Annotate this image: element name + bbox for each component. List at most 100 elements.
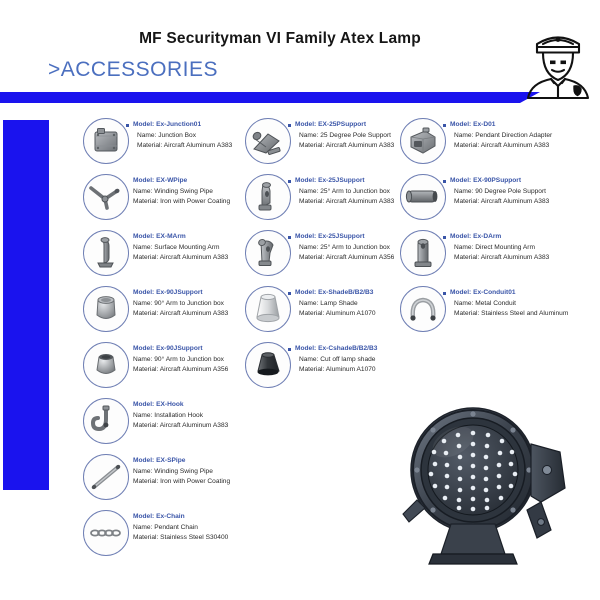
accessories-grid: Model: Ex-Junction01 Name: Junction Box … (0, 108, 600, 578)
accessory-model: Model: Ex-D01 (443, 120, 552, 131)
accessory-text: Model: Ex-25JSupport Name: 25° Arm to Ju… (288, 232, 395, 264)
accessory-text: Model: Ex-90JSupport Name: 90° Arm to Ju… (133, 344, 228, 376)
section-subtitle: >ACCESSORIES (48, 58, 218, 81)
25-degree-junction-arm-icon (245, 174, 291, 220)
winding-swing-pipe-icon (83, 174, 129, 220)
accessory-name: Name: Cut off lamp shade (299, 355, 376, 363)
accessory-name: Name: Pendant Direction Adapter (454, 131, 553, 139)
accessory-material: Material: Aircraft Aluminum A356 (133, 366, 229, 373)
accessory-material: Material: Aircraft Aluminum A356 (299, 254, 395, 261)
bullet-marker (443, 180, 446, 183)
accessory-text: Model: EX-SPipe Name: Winding Swing Pipe… (133, 456, 230, 488)
accessory-material: Material: Aircraft Aluminum A383 (133, 310, 229, 317)
accessory-model: Model: EX-90PSupport (443, 176, 549, 187)
surface-mounting-arm-icon (83, 230, 129, 276)
junction-box-icon (83, 118, 129, 164)
90-degree-junction-arm-alt-icon (83, 342, 129, 388)
accessory-text: Model: Ex-ShadeB/B2/B3 Name: Lamp Shade … (288, 288, 376, 320)
pendant-chain-icon (83, 510, 129, 556)
accessory-name: Name: Junction Box (137, 131, 197, 139)
accessory-text: Model: Ex-90JSupport Name: 90° Arm to Ju… (133, 288, 228, 320)
atex-led-floodlight-photo (355, 378, 585, 578)
accessory-name: Name: 25° Arm to Junction box (299, 243, 390, 251)
page-header: MF Securityman VI Family Atex Lamp >ACCE… (0, 0, 600, 103)
accessory-material: Material: Aircraft Aluminum A383 (299, 198, 395, 205)
accessory-model: Model: Ex-CshadeB/B2/B3 (288, 344, 377, 355)
accessory-material: Material: Aircraft Aluminum A383 (133, 254, 229, 261)
bullet-marker (443, 124, 446, 127)
accessory-name: Name: Installation Hook (133, 411, 204, 419)
accessory-model: Model: Ex-Conduit01 (443, 288, 568, 299)
accessory-material: Material: Iron with Power Coating (133, 198, 231, 205)
90-degree-junction-arm-icon (83, 286, 129, 332)
accessory-text: Model: EX-MArm Name: Surface Mounting Ar… (133, 232, 228, 264)
accessory-model: Model: EX-WPipe (133, 177, 188, 184)
accessory-material: Material: Aircraft Aluminum A383 (454, 254, 550, 261)
accessory-text: Model: EX-25PSupport Name: 25 Degree Pol… (288, 120, 395, 152)
accessory-text: Model: Ex-DArm Name: Direct Mounting Arm… (443, 232, 550, 264)
accessory-model: Model: Ex-25JSupport (288, 176, 394, 187)
accessory-material: Material: Aluminum A1070 (299, 366, 376, 373)
accessory-material: Material: Aircraft Aluminum A383 (454, 198, 550, 205)
accessory-name: Name: Surface Mounting Arm (133, 243, 220, 251)
accessory-name: Name: 25 Degree Pole Support (299, 131, 392, 139)
accessory-name: Name: Winding Swing Pipe (133, 187, 213, 195)
accessory-text: Model: EX-90PSupport Name: 90 Degree Pol… (443, 176, 550, 208)
90-degree-pole-support-icon (400, 174, 446, 220)
accessory-name: Name: Pendant Chain (133, 523, 198, 531)
accessory-text: Model: Ex-D01 Name: Pendant Direction Ad… (443, 120, 553, 152)
accessory-model: Model: EX-Hook (133, 401, 184, 408)
accessory-model: Model: Ex-ShadeB/B2/B3 (288, 288, 376, 299)
accessory-material: Material: Aircraft Aluminum A383 (454, 142, 550, 149)
accessory-model: Model: EX-MArm (133, 233, 186, 240)
accessory-model: Model: Ex-90JSupport (133, 289, 203, 296)
accessory-name: Name: 90 Degree Pole Support (454, 187, 547, 195)
accessory-text: Model: Ex-Chain Name: Pendant Chain Mate… (133, 512, 228, 544)
bullet-marker (288, 124, 291, 127)
pendant-direction-adapter-icon (400, 118, 446, 164)
accessory-name: Name: Direct Mounting Arm (454, 243, 535, 251)
accessory-model: Model: Ex-90JSupport (133, 345, 203, 352)
page-title: MF Securityman VI Family Atex Lamp (139, 30, 421, 47)
25-degree-pole-support-icon (245, 118, 291, 164)
accessory-material: Material: Aluminum A1070 (299, 310, 376, 317)
accessory-text: Model: Ex-25JSupport Name: 25° Arm to Ju… (288, 176, 395, 208)
security-guard-icon (521, 22, 595, 100)
accessory-material: Material: Stainless Steel and Aluminum (454, 310, 569, 317)
accessory-name: Name: Lamp Shade (299, 299, 358, 307)
accessory-material: Material: Aircraft Aluminum A383 (299, 142, 395, 149)
accessory-model: Model: EX-25PSupport (288, 120, 394, 131)
25-degree-junction-arm-alt-icon (245, 230, 291, 276)
metal-conduit-icon (400, 286, 446, 332)
bullet-marker (126, 124, 129, 127)
accessory-name: Name: Metal Conduit (454, 299, 516, 307)
bullet-marker (288, 292, 291, 295)
accessory-name: Name: 90° Arm to Junction box (133, 299, 224, 307)
accessory-material: Material: Aircraft Aluminum A383 (137, 142, 233, 149)
accessory-model: Model: EX-SPipe (133, 457, 186, 464)
bullet-marker (443, 292, 446, 295)
direct-mounting-arm-icon (400, 230, 446, 276)
accessory-model: Model: Ex-Chain (133, 513, 185, 520)
cut-off-lamp-shade-icon (245, 342, 291, 388)
accessory-name: Name: 90° Arm to Junction box (133, 355, 224, 363)
header-accent-bar (0, 92, 540, 103)
accessory-model: Model: Ex-Junction01 (126, 120, 232, 131)
bullet-marker (288, 348, 291, 351)
bullet-marker (288, 236, 291, 239)
accessory-material: Material: Iron with Power Coating (133, 478, 231, 485)
lamp-shade-icon (245, 286, 291, 332)
installation-hook-icon (83, 398, 129, 444)
straight-swing-pipe-icon (83, 454, 129, 500)
accessory-model: Model: Ex-DArm (443, 232, 549, 243)
accessory-material: Material: Stainless Steel S30400 (133, 534, 229, 541)
accessory-text: Model: EX-Hook Name: Installation Hook M… (133, 400, 228, 432)
accessory-name: Name: 25° Arm to Junction box (299, 187, 390, 195)
accessory-text: Model: Ex-CshadeB/B2/B3 Name: Cut off la… (288, 344, 377, 376)
bullet-marker (288, 180, 291, 183)
bullet-marker (443, 236, 446, 239)
accessory-text: Model: Ex-Conduit01 Name: Metal Conduit … (443, 288, 569, 320)
accessory-model: Model: Ex-25JSupport (288, 232, 394, 243)
accessory-material: Material: Aircraft Aluminum A383 (133, 422, 229, 429)
